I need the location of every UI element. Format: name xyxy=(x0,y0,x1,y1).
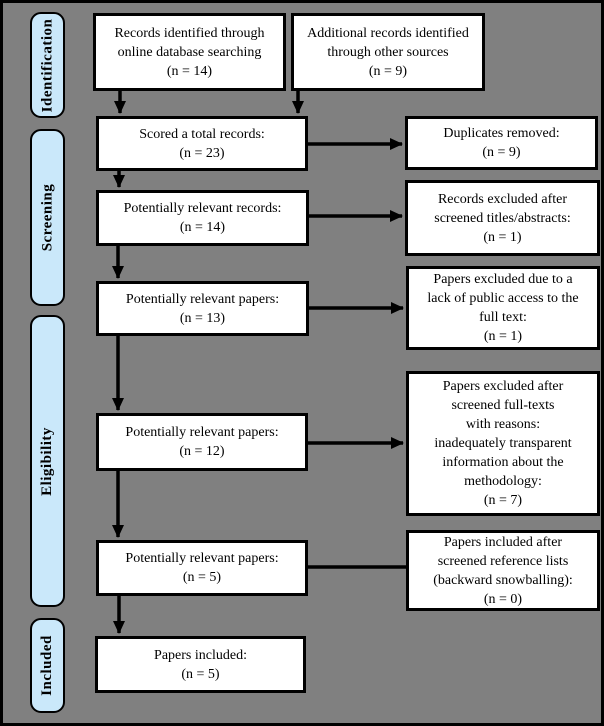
box-excluded-fulltext-reasons: Papers excluded after screened full-text… xyxy=(406,371,600,516)
box-relevant-papers-12: Potentially relevant papers: (n = 12) xyxy=(96,413,308,471)
stage-identification-label: Identification xyxy=(39,18,56,112)
box-scored-total: Scored a total records: (n = 23) xyxy=(96,116,308,171)
stage-included: Included xyxy=(30,618,65,713)
box-excluded-titles-abstracts: Records excluded after screened titles/a… xyxy=(405,180,600,256)
stage-eligibility: Eligibility xyxy=(30,315,65,607)
stage-identification: Identification xyxy=(30,12,65,118)
connector-layer xyxy=(112,91,406,634)
box-additional-records: Additional records identified through ot… xyxy=(291,13,485,91)
stage-screening-label: Screening xyxy=(39,183,55,252)
box-records-identified: Records identified through online databa… xyxy=(93,13,286,91)
box-relevant-papers-13: Potentially relevant papers: (n = 13) xyxy=(96,281,309,336)
box-relevant-records: Potentially relevant records: (n = 14) xyxy=(96,190,309,246)
stage-included-label: Included xyxy=(39,635,56,696)
stage-screening: Screening xyxy=(30,129,65,306)
stage-eligibility-label: Eligibility xyxy=(39,426,56,496)
box-excluded-no-access: Papers excluded due to a lack of public … xyxy=(406,266,600,350)
box-included-snowballing: Papers included after screened reference… xyxy=(406,530,600,611)
box-duplicates-removed: Duplicates removed: (n = 9) xyxy=(405,116,598,170)
box-papers-included: Papers included: (n = 5) xyxy=(95,636,306,693)
box-relevant-papers-5: Potentially relevant papers: (n = 5) xyxy=(96,540,308,596)
